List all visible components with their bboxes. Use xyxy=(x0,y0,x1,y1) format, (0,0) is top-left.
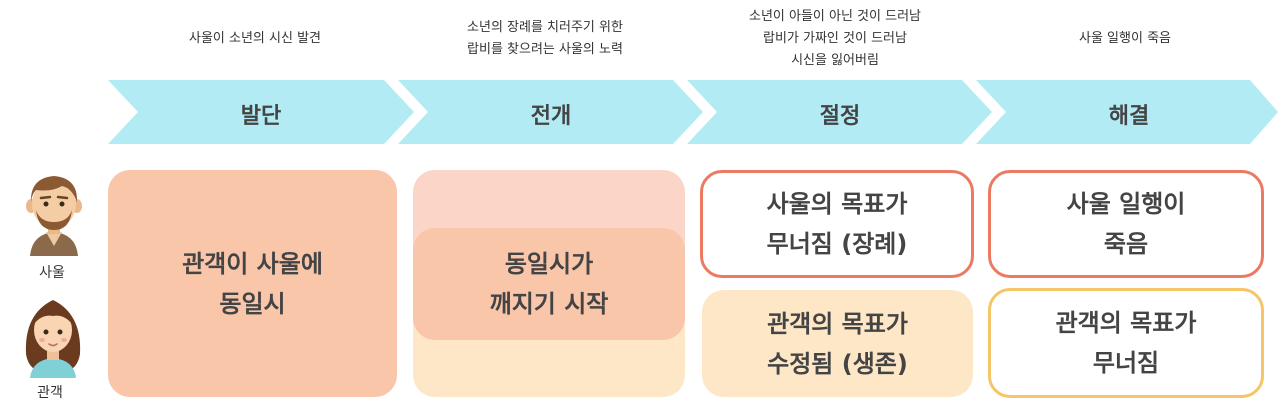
stage-description-climax: 소년이 아들이 아닌 것이 드러남 랍비가 가짜인 것이 드러남 시신을 잃어버… xyxy=(748,9,921,68)
arrow-development xyxy=(398,80,703,144)
role-label-saul: 사울 xyxy=(39,265,65,281)
box-audience-goal-revised: 관객의 목표가 수정됨 (생존) xyxy=(702,290,973,397)
man-avatar-icon xyxy=(26,176,82,256)
box-saul-party-dies: 사울 일행이 죽음 xyxy=(988,170,1264,278)
woman-avatar-icon xyxy=(25,300,81,378)
box-identification-breaking: 동일시가 깨지기 시작 xyxy=(413,228,685,340)
arrow-climax xyxy=(687,80,992,144)
stage-label-climax: 절정 xyxy=(819,104,861,129)
stage-description-exposition: 사울이 소년의 시신 발견 xyxy=(189,31,321,46)
stage-label-development: 전개 xyxy=(530,104,572,129)
stage-description-resolution: 사울 일행이 죽음 xyxy=(1079,31,1171,46)
box-audience-goal-collapses: 관객의 목표가 무너짐 xyxy=(988,288,1264,398)
arrow-exposition xyxy=(108,80,414,144)
box-audience-identifies-with-saul: 관객이 사울에 동일시 xyxy=(108,170,397,397)
stage-label-exposition: 발단 xyxy=(240,104,282,129)
box-saul-goal-collapses: 사울의 목표가 무너짐 (장례) xyxy=(700,170,974,278)
stage-label-resolution: 해결 xyxy=(1108,104,1150,129)
arrow-resolution xyxy=(976,80,1278,144)
role-label-audience: 관객 xyxy=(37,385,63,401)
stage-description-development: 소년의 장례를 치러주기 위한 랍비를 찾으려는 사울의 노력 xyxy=(467,20,623,57)
